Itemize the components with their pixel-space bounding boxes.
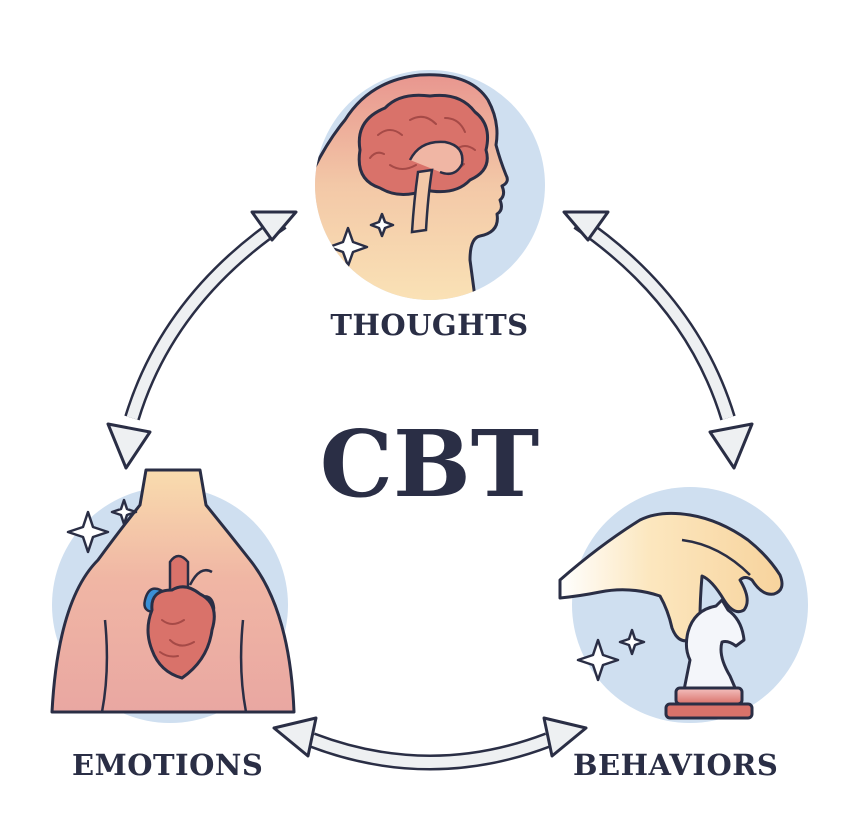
thoughts-label: THOUGHTS [330,308,529,342]
center-cbt-label: CBT [319,410,540,518]
behaviors-label: BEHAVIORS [573,748,779,782]
arrow-thoughts-behaviors [562,210,754,470]
torso-heart-icon [50,468,296,714]
hand-chess-knight-icon [558,511,784,720]
head-brain-icon [315,73,509,300]
emotions-node [50,468,296,723]
arrow-emotions-behaviors [272,716,588,771]
behaviors-node [558,487,808,723]
emotions-label: EMOTIONS [72,748,264,782]
thoughts-node [315,70,545,300]
arrow-thoughts-emotions [106,210,298,470]
